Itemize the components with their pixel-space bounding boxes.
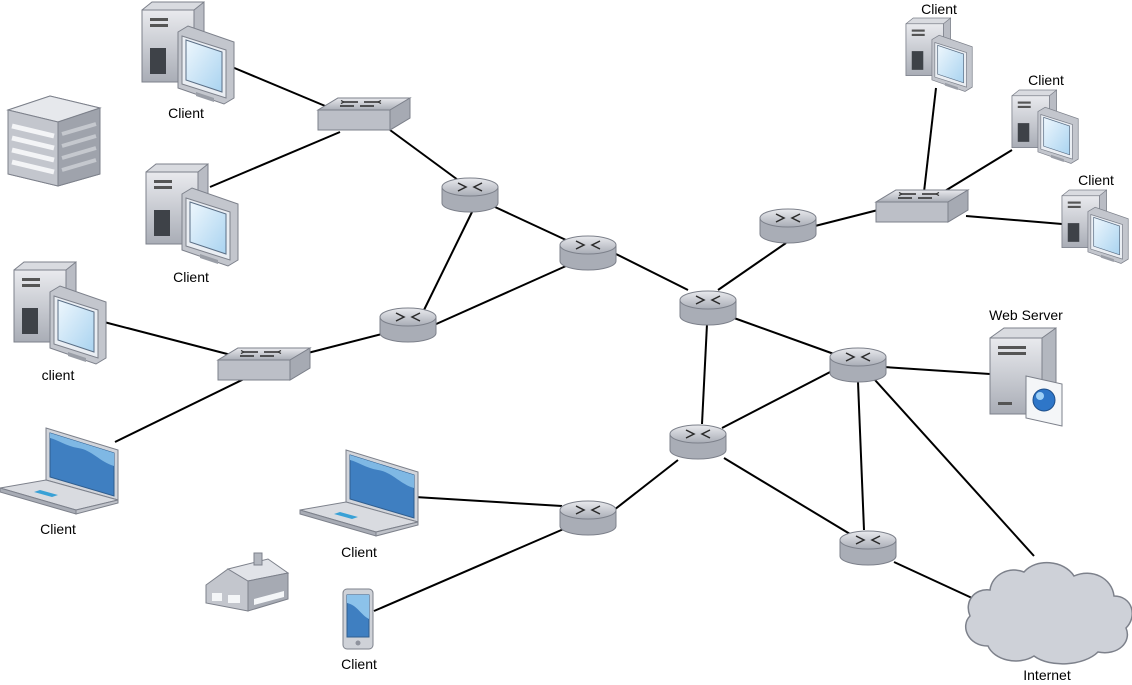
link-client2-switch1 [209,131,341,188]
client-label: Client [40,521,76,537]
client-label: Client [341,544,377,560]
client-label: Client [173,269,209,285]
desktop-computer-icon [13,261,107,365]
router-icon [379,307,437,343]
internet-label: Internet [1023,667,1071,683]
link-switch3-client-right-mid [939,149,1013,195]
client-label: Client [341,656,377,672]
link-client1-switch1 [231,66,331,109]
link-router4-router7 [701,323,708,425]
router-icon [559,500,617,536]
link-router6-internet [874,379,1035,557]
home-building-icon [205,552,289,612]
link-switch1-router1 [389,129,459,181]
network-switch-icon [317,97,411,131]
desktop-computer-icon [905,17,973,92]
mobile-phone-icon [342,588,374,650]
web-server-label: Web Server [989,307,1063,323]
laptop-icon [0,427,119,515]
link-router3-router2 [433,265,567,326]
desktop-computer-icon [1061,189,1129,264]
link-switch3-client-right-top [923,87,937,193]
link-router2-router4 [615,253,689,291]
datacenter-building-icon [8,96,100,186]
laptop-icon [299,449,419,537]
link-switch3-client-right-low [965,215,1063,225]
link-laptop2-router9 [414,496,563,507]
desktop-computer-icon [145,163,239,267]
network-switch-icon [875,189,969,223]
link-laptop1-switch2 [114,377,247,443]
router-icon [559,235,617,271]
network-links [103,66,1063,612]
client-label: Client [921,1,957,17]
client-label: Client [168,105,204,121]
link-client3-switch2 [103,321,236,357]
link-router8-internet [893,561,973,599]
client-label: Client [1078,172,1114,188]
web-server-icon [989,327,1063,427]
link-router7-router8 [723,457,851,535]
client-label: client [42,367,75,383]
link-router6-webserver [883,366,991,375]
network-switch-icon [217,347,311,381]
desktop-computer-icon [1011,89,1079,164]
client-label: Client [1028,72,1064,88]
router-icon [669,424,727,460]
link-router7-router6 [721,369,835,429]
link-router4-router6 [733,317,835,355]
link-router1-router3 [423,211,473,311]
router-icon [679,290,737,326]
internet-cloud-icon [964,561,1132,665]
link-phone-router9 [373,527,567,612]
link-router6-router8 [857,381,865,531]
router-icon [441,177,499,213]
router-icon [839,530,897,566]
link-router4-router5 [717,242,787,291]
link-router7-router9 [613,459,679,511]
link-router5-switch3 [814,209,879,227]
router-icon [829,347,887,383]
router-icon [759,208,817,244]
link-router1-router2 [494,206,567,241]
desktop-computer-icon [141,1,235,105]
